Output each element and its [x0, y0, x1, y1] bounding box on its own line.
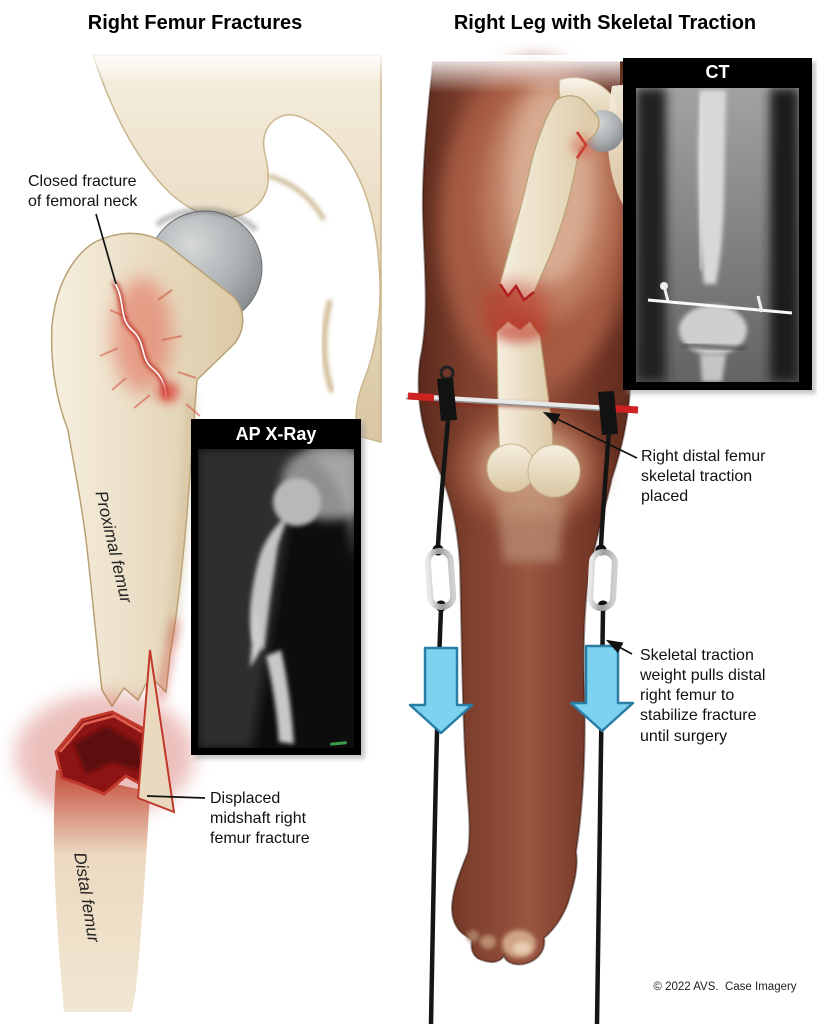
right-leg-illustration [417, 60, 652, 966]
distal-jag-red [493, 319, 545, 343]
cable-left-upper [435, 419, 451, 547]
ct-pin-line [647, 298, 793, 315]
shaft-shadow [167, 394, 195, 646]
down-arrow-right [569, 644, 635, 733]
right-panel-title: Right Leg with Skeletal Traction [453, 12, 757, 34]
distal-femur-illustration [15, 649, 195, 1012]
xray-green-mark [330, 741, 348, 746]
midshaft-red-streak [156, 619, 180, 701]
left-panel-title: Right Femur Fractures [87, 12, 303, 34]
top-fade-left [0, 50, 390, 84]
leader-lines [95, 213, 638, 799]
ct-inset-title: CT [705, 62, 730, 82]
pin-clamp-left [437, 378, 457, 421]
distal-femur-shaft [53, 770, 150, 1012]
ap-xray-image [198, 449, 354, 748]
acetabulum-crease [267, 174, 326, 221]
proximal-femur-bone [50, 232, 244, 708]
acetabulum-shadow [155, 207, 259, 233]
foot-details [467, 930, 536, 958]
copyright-text: © 2022 AVS. Case Imagery [653, 981, 797, 993]
label-traction-placed: Right distal femur skeletal traction pla… [641, 448, 766, 506]
carabiner-left [424, 547, 457, 610]
tibia-hint [496, 502, 566, 562]
down-arrow-left [408, 646, 474, 735]
leader-traction-placed [542, 411, 638, 459]
top-fade-right [395, 55, 620, 93]
pin-clamp-right [598, 391, 618, 435]
marrow-inner-shadow [74, 726, 146, 774]
ct-image [636, 88, 799, 382]
label-displaced-fracture: Displaced midshaft right femur fracture [210, 790, 310, 848]
skeletal-traction-rig [405, 365, 639, 1024]
leader-closed-fracture [95, 213, 117, 285]
leader-traction-weight [605, 639, 633, 655]
neck-fracture-glow [112, 277, 172, 393]
ischium-crease [321, 299, 335, 393]
pin-tip-left-red [407, 392, 435, 402]
pelvis-bone [91, 54, 382, 443]
marrow-rim-highlight [59, 714, 143, 753]
neck-crack-glow [571, 135, 593, 157]
condyle-right [527, 444, 581, 498]
neck-fracture-blood [157, 381, 179, 403]
proximal-femur-illustration [50, 232, 244, 708]
pin-tip-right-red [611, 404, 639, 414]
bone-spike [136, 649, 176, 814]
ap-xray-inset-title: AP X-Ray [235, 424, 317, 444]
proximal-jag-red [498, 283, 535, 302]
label-traction-weight: Skeletal traction weight pulls distal ri… [640, 647, 766, 745]
carabiner-right [587, 549, 618, 612]
ct-inset [623, 58, 816, 394]
leader-displaced-fracture [146, 795, 206, 799]
neck-fracture-crack-core [113, 281, 167, 399]
label-closed-fracture: Closed fracture of femoral neck [28, 173, 138, 211]
ap-xray-inset [191, 419, 365, 759]
